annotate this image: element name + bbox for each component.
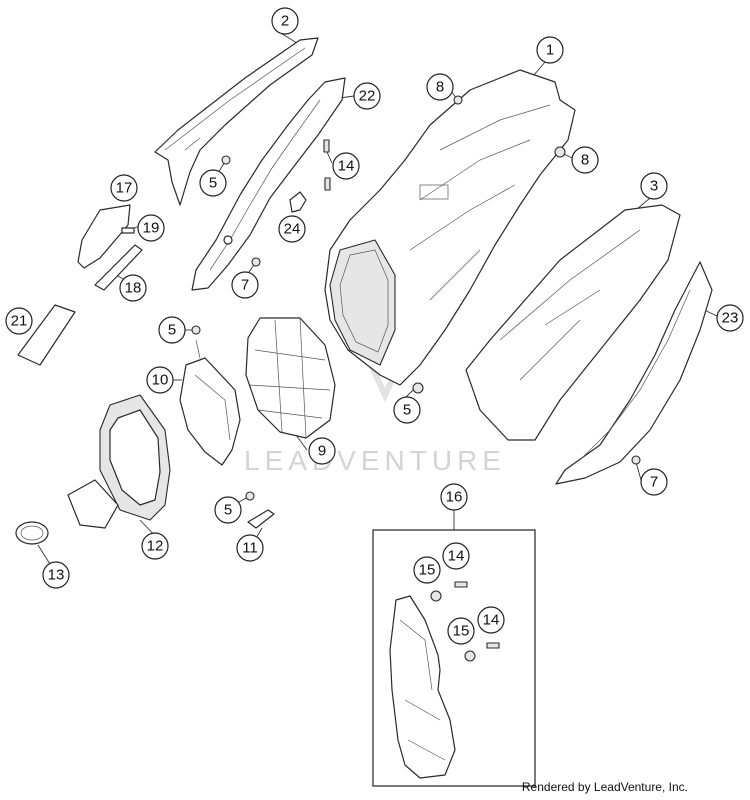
- callout-1: 1: [536, 36, 564, 64]
- svg-text:5: 5: [209, 175, 217, 192]
- fastener-7a: [251, 257, 261, 267]
- callout-21: 21: [5, 307, 33, 335]
- svg-text:23: 23: [722, 310, 739, 327]
- part-3-side-panel: [465, 204, 681, 441]
- part-22-shroud-bracket: [191, 77, 346, 291]
- callout-5c: 5: [393, 396, 421, 424]
- svg-text:1: 1: [546, 42, 554, 59]
- svg-text:2: 2: [281, 13, 289, 30]
- callout-3: 3: [640, 172, 668, 200]
- part-10-filter-support: [179, 339, 241, 466]
- fastener-5a: [221, 155, 231, 165]
- svg-text:5: 5: [224, 502, 232, 519]
- svg-text:24: 24: [284, 221, 301, 238]
- fastener-5d: [245, 491, 255, 501]
- svg-text:13: 13: [48, 567, 65, 584]
- part-19-screw: [121, 227, 135, 234]
- fastener-5b: [191, 325, 201, 335]
- part-1-airbox: [324, 69, 576, 386]
- part-18-strip: [94, 244, 143, 291]
- svg-text:14: 14: [338, 158, 355, 175]
- callout-15b: 15: [447, 617, 475, 645]
- svg-text:22: 22: [359, 88, 376, 105]
- part-13-clamp: [15, 521, 49, 545]
- fastener-8a: [453, 95, 463, 105]
- watermark-text: LEADVENTURE: [244, 445, 506, 476]
- callout-7a: 7: [231, 271, 259, 299]
- svg-text:7: 7: [241, 277, 249, 294]
- part-2-upper-shroud: [154, 37, 319, 206]
- callout-9: 9: [308, 437, 336, 465]
- inset-frame: [372, 529, 536, 787]
- svg-text:10: 10: [152, 372, 169, 389]
- svg-text:21: 21: [11, 313, 28, 330]
- fastener-8b: [554, 146, 566, 158]
- callout-22: 22: [353, 82, 381, 110]
- svg-text:15: 15: [419, 562, 436, 579]
- svg-text:11: 11: [242, 540, 258, 557]
- callout-15a: 15: [413, 556, 441, 584]
- callout-2: 2: [271, 7, 299, 35]
- bolt-14a: [454, 581, 468, 588]
- svg-text:14: 14: [448, 548, 465, 565]
- svg-text:7: 7: [650, 474, 658, 491]
- svg-text:5: 5: [168, 322, 176, 339]
- svg-text:14: 14: [483, 612, 500, 629]
- svg-text:15: 15: [453, 623, 470, 640]
- svg-text:8: 8: [581, 152, 589, 169]
- part-12-air-filter: [67, 394, 171, 529]
- fastener-14b: [324, 177, 331, 191]
- render-credit: Rendered by LeadVenture, Inc.: [521, 780, 688, 794]
- callout-17: 17: [110, 174, 138, 202]
- callout-16: 16: [440, 483, 468, 511]
- part-21-pad: [17, 304, 76, 366]
- inset-part-16: [372, 529, 536, 787]
- washer-15b: [464, 650, 476, 662]
- part-11-bracket: [247, 509, 275, 529]
- callout-14b: 14: [442, 542, 470, 570]
- callout-11: 11: [236, 534, 264, 562]
- part-9-filter-cage: [245, 317, 336, 439]
- svg-text:9: 9: [318, 443, 326, 460]
- svg-text:17: 17: [116, 180, 133, 197]
- callout-8a: 8: [426, 73, 454, 101]
- callout-23: 23: [716, 304, 744, 332]
- svg-text:18: 18: [125, 280, 142, 297]
- callout-12: 12: [141, 532, 169, 560]
- callout-list: 1 2 3 5 5 5 5 7 7 8 8 9 10 11 12 13 14 1…: [5, 7, 744, 645]
- callout-8b: 8: [571, 146, 599, 174]
- part-24-clip: [289, 191, 307, 213]
- callout-18: 18: [119, 274, 147, 302]
- fasteners: [191, 95, 641, 501]
- callout-13: 13: [42, 561, 70, 589]
- bolt-14b: [486, 642, 500, 649]
- svg-text:16: 16: [446, 489, 463, 506]
- callout-5b: 5: [158, 316, 186, 344]
- callout-14a: 14: [332, 152, 360, 180]
- fastener-5c: [412, 382, 424, 394]
- callout-7b: 7: [640, 468, 668, 496]
- svg-text:5: 5: [403, 402, 411, 419]
- svg-text:19: 19: [143, 220, 160, 237]
- washer-15a: [430, 590, 442, 602]
- callout-5d: 5: [214, 496, 242, 524]
- callout-5a: 5: [199, 169, 227, 197]
- svg-text:12: 12: [147, 538, 164, 555]
- callout-14c: 14: [477, 606, 505, 634]
- callout-24: 24: [278, 215, 306, 243]
- part-17-cover: [77, 204, 131, 269]
- fastener-14: [323, 139, 330, 153]
- svg-text:8: 8: [436, 79, 444, 96]
- fastener-7b: [631, 455, 641, 465]
- callout-19: 19: [137, 214, 165, 242]
- callout-10: 10: [146, 366, 174, 394]
- svg-text:3: 3: [650, 178, 658, 195]
- part-23-panel-rail: [555, 261, 713, 485]
